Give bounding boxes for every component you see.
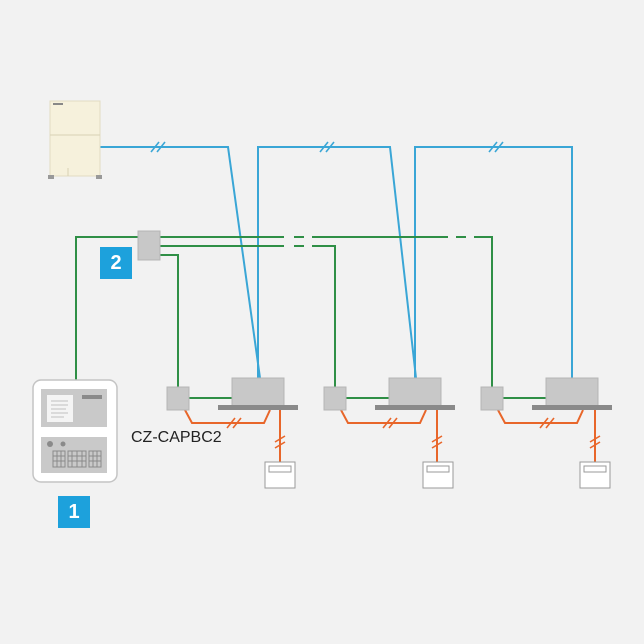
indoor-unit-icon xyxy=(218,377,298,410)
badge-interface-adaptor: 2 xyxy=(100,247,132,279)
bus-to-adaptor-1 xyxy=(160,254,179,388)
remote-wiring xyxy=(184,409,596,462)
wired-remote-icon xyxy=(579,461,611,489)
indoor-group-3 xyxy=(480,377,612,489)
central-controller-icon xyxy=(32,379,118,483)
adaptor-box-icon xyxy=(323,386,347,411)
wired-remote-icon xyxy=(264,461,296,489)
indoor-unit-icon xyxy=(375,377,455,410)
remote-wire-break-marks xyxy=(226,417,601,449)
indoor-group-1 xyxy=(166,377,298,489)
bus-wiring xyxy=(75,236,546,399)
refrigerant-pipe-1 xyxy=(100,146,261,379)
adaptor-box-icon xyxy=(480,386,504,411)
refrigerant-pipe-1-return xyxy=(257,146,417,379)
indoor-unit-icon xyxy=(532,377,612,410)
adaptor-box-icon xyxy=(137,230,161,261)
badge-central-controller: 1 xyxy=(58,496,90,528)
model-label: CZ-CAPBC2 xyxy=(131,429,222,446)
wired-remote-icon xyxy=(422,461,454,489)
indoor-group-2 xyxy=(323,377,455,489)
bus-to-controller xyxy=(75,236,138,380)
pipe-break-marks xyxy=(150,141,504,153)
refrigerant-pipe-2-return xyxy=(414,146,573,378)
outdoor-unit-icon xyxy=(48,100,102,179)
adaptor-box-icon xyxy=(166,386,190,411)
